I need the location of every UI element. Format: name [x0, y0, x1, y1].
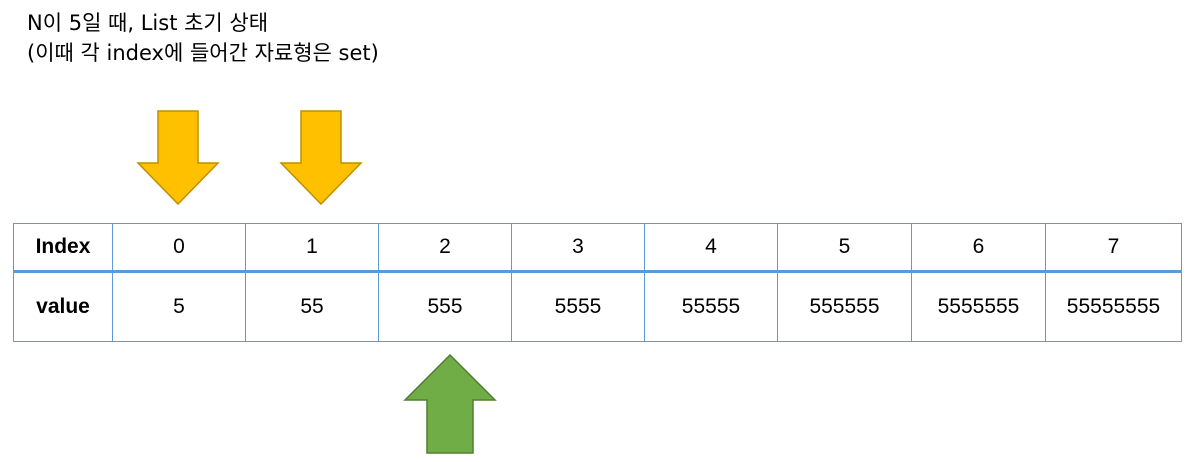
- value-cell: 5555555: [911, 271, 1046, 342]
- index-cell: 2: [378, 223, 512, 273]
- caption-line-2: (이때 각 index에 들어간 자료형은 set): [27, 41, 379, 65]
- index-header: Index: [13, 223, 113, 273]
- value-cell: 555: [378, 271, 512, 342]
- index-cell: 5: [777, 223, 912, 273]
- value-header: value: [13, 271, 113, 342]
- index-cell: 3: [511, 223, 645, 273]
- caption: N이 5일 때, List 초기 상태 (이때 각 index에 들어간 자료형…: [27, 8, 379, 68]
- value-cell: 555555: [777, 271, 912, 342]
- index-cell: 7: [1045, 223, 1182, 273]
- down-arrow-icon: [136, 110, 220, 206]
- down-arrow-icon: [279, 110, 363, 206]
- index-cell: 0: [112, 223, 246, 273]
- value-cell: 5555: [511, 271, 645, 342]
- index-cell: 4: [644, 223, 778, 273]
- index-cell: 1: [245, 223, 379, 273]
- list-table: Index 0 1 2 3 4 5 6 7 value 5 55 555 555…: [13, 223, 1182, 342]
- value-cell: 5: [112, 271, 246, 342]
- caption-line-1: N이 5일 때, List 초기 상태: [27, 11, 269, 35]
- value-cell: 55555555: [1045, 271, 1182, 342]
- up-arrow-icon: [403, 354, 497, 454]
- value-row: value 5 55 555 5555 55555 555555 5555555…: [13, 271, 1182, 342]
- value-cell: 55: [245, 271, 379, 342]
- value-cell: 55555: [644, 271, 778, 342]
- index-row: Index 0 1 2 3 4 5 6 7: [13, 223, 1182, 273]
- index-cell: 6: [911, 223, 1046, 273]
